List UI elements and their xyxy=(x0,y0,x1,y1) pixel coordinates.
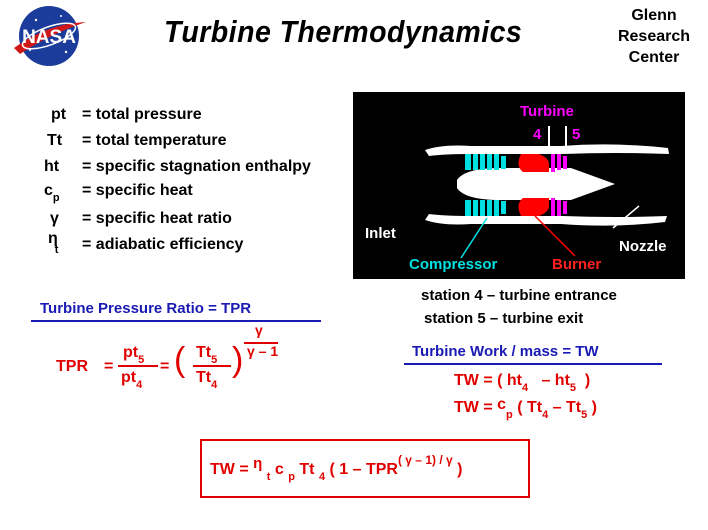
center-line: Glenn xyxy=(631,7,677,24)
definition-symbol: pt xyxy=(51,106,67,123)
tpr-heading: Turbine Pressure Ratio = TPR xyxy=(40,300,252,317)
svg-text:NASA: NASA xyxy=(22,27,76,48)
nasa-logo: NASA xyxy=(6,4,92,73)
work-heading-underline xyxy=(404,363,662,365)
station-5-label: 5 xyxy=(572,126,581,143)
tpr-lhs: TPR xyxy=(56,358,88,375)
tpr-denominator-tt: Tt4 xyxy=(196,369,218,391)
work-heading: Turbine Work / mass = TW xyxy=(412,343,599,360)
tpr-exponent-numerator: γ xyxy=(255,322,263,338)
definition-symbol: cp xyxy=(44,182,60,204)
definition-text: = specific heat xyxy=(82,182,193,199)
tpr-open-paren: ( xyxy=(174,341,186,379)
definition-item: ηt = adiabatic efficiency xyxy=(44,230,244,256)
center-line: Center xyxy=(628,49,680,66)
glenn-research-center: Glenn Research Center xyxy=(604,5,704,68)
work-equation-enthalpy: TW = ( ht4 – ht5 ) xyxy=(454,372,591,394)
definition-item: cp = specific heat xyxy=(44,182,193,204)
burner-label: Burner xyxy=(552,256,602,273)
station-5-description: station 5 – turbine exit xyxy=(424,310,584,327)
definition-text: = total pressure xyxy=(82,106,202,123)
turbine-work-equation-box xyxy=(200,439,530,498)
tpr-equals-2: = xyxy=(160,358,170,375)
tpr-denominator-pt: pt4 xyxy=(121,369,143,391)
definition-item: ht = specific stagnation enthalpy xyxy=(44,158,311,176)
station-4-description: station 4 – turbine entrance xyxy=(421,287,617,304)
definition-symbol: ηt xyxy=(48,230,59,256)
tpr-numerator-tt: Tt5 xyxy=(196,344,218,366)
definition-text: = specific heat ratio xyxy=(82,210,232,227)
tpr-heading-underline xyxy=(31,320,321,322)
definition-symbol: Tt xyxy=(47,132,63,149)
nozzle-label: Nozzle xyxy=(619,238,667,255)
tpr-fraction-bar-1 xyxy=(118,365,158,367)
definition-symbol: ht xyxy=(44,158,60,175)
tpr-numerator-pt: pt5 xyxy=(123,344,145,366)
definition-item: pt = total pressure xyxy=(44,106,202,124)
turbine-label: Turbine xyxy=(520,103,574,120)
inlet-label: Inlet xyxy=(365,225,396,242)
page-title: Turbine Thermodynamics xyxy=(164,14,523,49)
tpr-close-paren: ) xyxy=(232,341,244,379)
tpr-exponent-denominator: γ – 1 xyxy=(247,343,279,359)
tpr-equals: = xyxy=(104,358,114,375)
tpr-fraction-bar-2 xyxy=(193,365,231,367)
definition-text: = specific stagnation enthalpy xyxy=(82,158,311,175)
definition-text: = adiabatic efficiency xyxy=(82,236,244,253)
station-4-label: 4 xyxy=(533,126,542,143)
compressor-label: Compressor xyxy=(409,256,498,273)
definition-symbol: γ xyxy=(50,210,59,227)
engine-diagram: Turbine 4 5 Inlet Compressor Burner Nozz… xyxy=(353,92,685,279)
definition-item: γ = specific heat ratio xyxy=(44,210,232,228)
definition-item: Tt = total temperature xyxy=(44,132,226,150)
center-line: Research xyxy=(617,28,691,45)
turbine-work-final-equation: TW = η t c p Tt 4 ( 1 – TPR( γ – 1) / γ … xyxy=(210,453,463,483)
tpr-exponent-bar xyxy=(244,342,278,344)
definition-text: = total temperature xyxy=(82,132,227,149)
work-equation-temperature: TW = cp ( Tt4 – Tt5 ) xyxy=(454,396,597,421)
